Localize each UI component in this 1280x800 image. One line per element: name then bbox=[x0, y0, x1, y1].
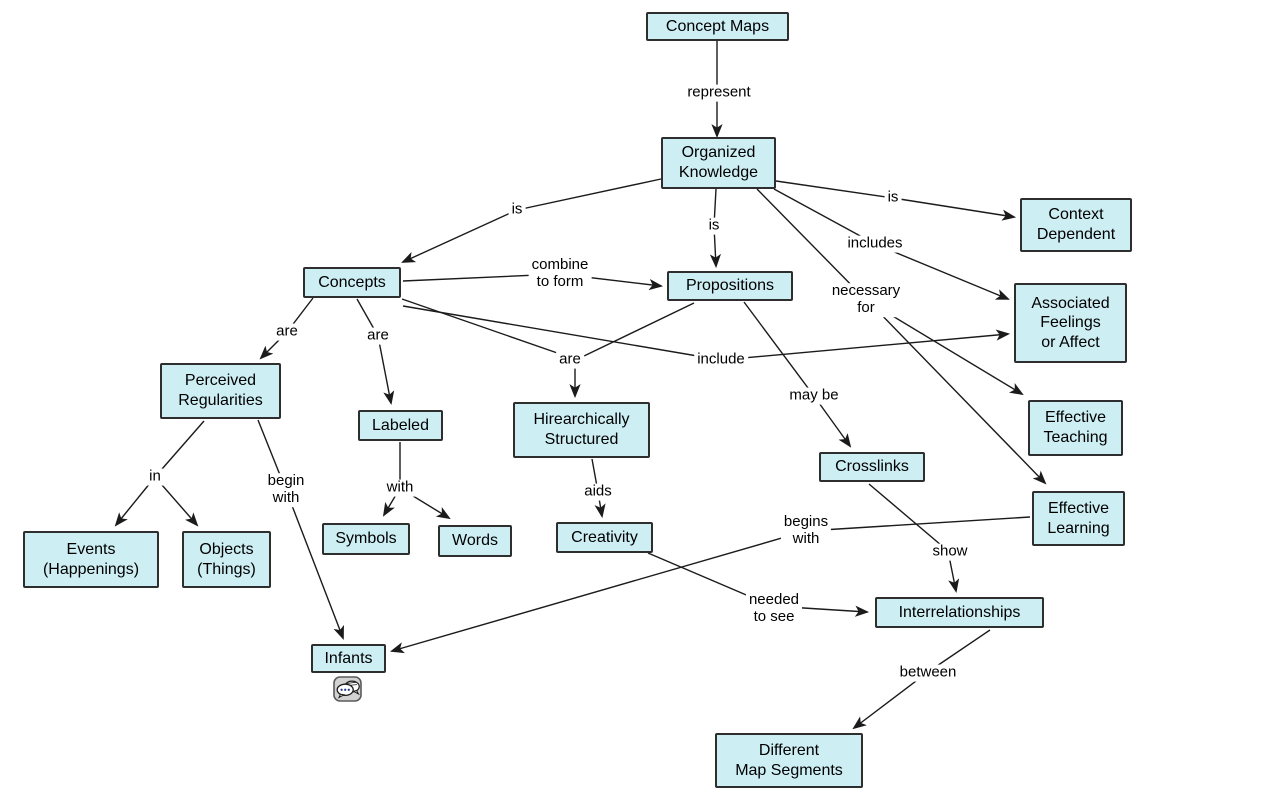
node-propositions[interactable]: Propositions bbox=[667, 271, 793, 301]
link-phrase-combine-to-form[interactable]: combine to form bbox=[528, 256, 592, 291]
node-objects-things[interactable]: Objects (Things) bbox=[182, 531, 271, 588]
link-phrase-between[interactable]: between bbox=[896, 664, 960, 682]
node-effective-learning[interactable]: Effective Learning bbox=[1032, 491, 1125, 546]
discussion-icon-glyph bbox=[333, 676, 362, 702]
node-infants[interactable]: Infants bbox=[311, 644, 386, 673]
link-phrase-begin-with[interactable]: begin with bbox=[264, 472, 308, 507]
node-context-dependent[interactable]: Context Dependent bbox=[1020, 198, 1132, 252]
link-phrase-may-be[interactable]: may be bbox=[786, 387, 842, 405]
edge-line bbox=[401, 298, 567, 357]
discussion-icon[interactable] bbox=[333, 676, 362, 702]
node-symbols[interactable]: Symbols bbox=[322, 523, 410, 555]
link-phrase-with[interactable]: with bbox=[383, 479, 417, 497]
node-concepts[interactable]: Concepts bbox=[303, 267, 401, 298]
link-phrase-includes[interactable]: includes bbox=[844, 235, 906, 253]
node-perceived-regularities[interactable]: Perceived Regularities bbox=[160, 363, 281, 419]
edge-line bbox=[583, 302, 695, 357]
edge-line bbox=[871, 304, 1047, 485]
node-crosslinks[interactable]: Crosslinks bbox=[819, 452, 925, 482]
link-phrase-begins-with[interactable]: begins with bbox=[780, 513, 832, 548]
link-phrase-is-1[interactable]: is bbox=[508, 201, 526, 219]
link-phrase-represent[interactable]: represent bbox=[684, 84, 754, 102]
edge-line bbox=[154, 420, 205, 478]
node-creativity[interactable]: Creativity bbox=[556, 522, 653, 553]
node-organized-knowledge[interactable]: Organized Knowledge bbox=[661, 137, 776, 189]
node-events-happenings[interactable]: Events (Happenings) bbox=[23, 531, 159, 588]
link-phrase-is-2[interactable]: is bbox=[705, 217, 723, 235]
link-phrase-necessary-for[interactable]: necessary for bbox=[828, 282, 904, 317]
edge-line bbox=[756, 188, 867, 301]
link-phrase-are-1[interactable]: are bbox=[273, 323, 301, 341]
node-associated-feelings-or-affect[interactable]: Associated Feelings or Affect bbox=[1014, 283, 1127, 363]
node-labeled[interactable]: Labeled bbox=[358, 410, 443, 441]
link-phrase-is-3[interactable]: is bbox=[884, 189, 902, 207]
link-phrase-show[interactable]: show bbox=[929, 543, 971, 561]
node-words[interactable]: Words bbox=[438, 525, 512, 557]
link-phrase-aids[interactable]: aids bbox=[581, 483, 615, 501]
link-phrase-include[interactable]: include bbox=[694, 351, 748, 369]
node-interrelationships[interactable]: Interrelationships bbox=[875, 597, 1044, 628]
node-different-map-segments[interactable]: Different Map Segments bbox=[715, 733, 863, 788]
edge-line bbox=[356, 298, 395, 406]
link-phrase-needed-to-see[interactable]: needed to see bbox=[745, 591, 803, 626]
edge-line bbox=[868, 483, 960, 594]
link-phrase-are-2[interactable]: are bbox=[364, 327, 392, 345]
link-phrase-in[interactable]: in bbox=[146, 468, 164, 486]
edge-line bbox=[401, 178, 662, 263]
node-concept-maps[interactable]: Concept Maps bbox=[646, 12, 789, 41]
link-phrase-are-3[interactable]: are bbox=[556, 351, 584, 369]
node-effective-teaching[interactable]: Effective Teaching bbox=[1028, 400, 1123, 456]
edge-line bbox=[743, 301, 852, 448]
node-hirearchically-structured[interactable]: Hirearchically Structured bbox=[513, 402, 650, 458]
